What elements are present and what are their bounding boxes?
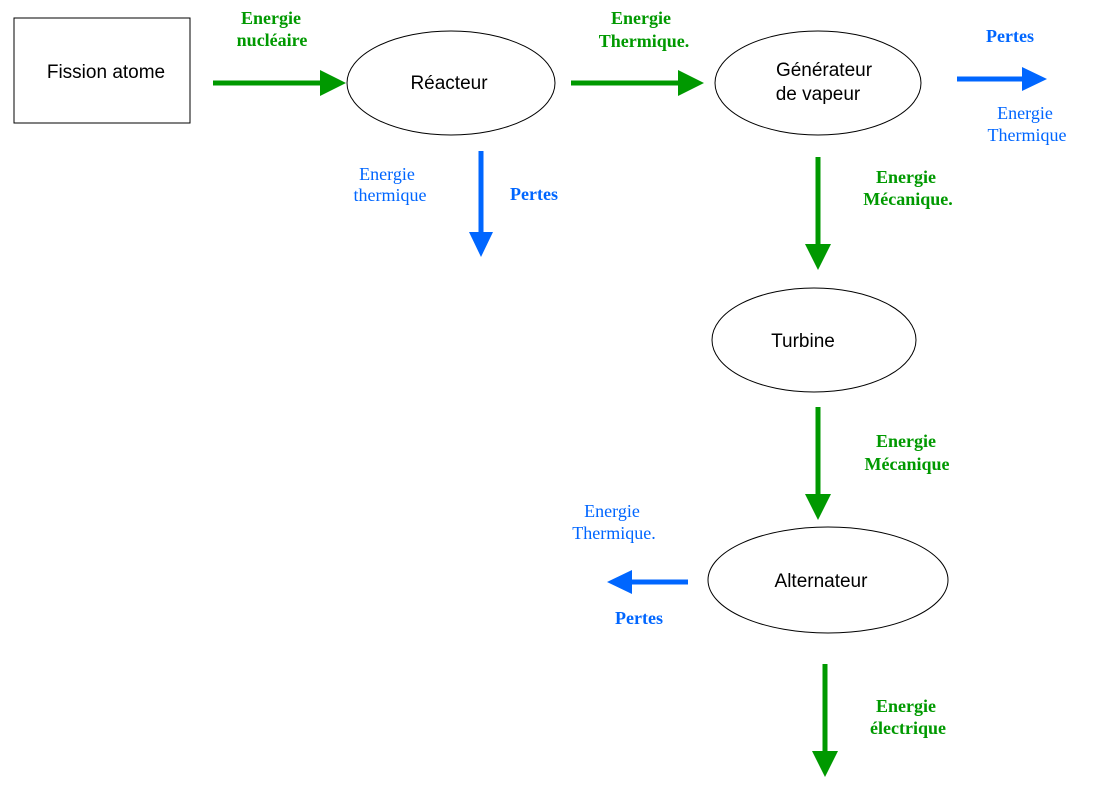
label-mecanique2-line1: Energie [876, 431, 936, 451]
loss-reacteur-line2: thermique [354, 185, 427, 205]
loss-alternateur-line1: Energie [584, 501, 640, 521]
generateur-label-line1: Générateur [776, 60, 873, 81]
arrow-turbine-to-alternateur [805, 407, 831, 520]
fission-label: Fission atome [47, 62, 165, 83]
arrow-generateur-to-turbine [805, 157, 831, 270]
arrow-fission-to-reacteur [213, 70, 346, 96]
arrow-loss-reacteur [469, 151, 493, 257]
turbine-node [711, 287, 917, 393]
alternateur-node [707, 526, 949, 634]
label-thermique-line2: Thermique. [599, 31, 690, 51]
arrow-loss-alternateur [607, 570, 688, 594]
arrow-reacteur-to-generateur [571, 70, 704, 96]
arrow-loss-generateur [957, 67, 1047, 91]
generateur-label-line2: de vapeur [776, 84, 861, 105]
reacteur-node [346, 30, 556, 136]
loss-alternateur-line2: Thermique. [572, 523, 655, 543]
arrow-alternateur-output [812, 664, 838, 777]
label-electrique-line2: électrique [870, 718, 946, 738]
turbine-label: Turbine [771, 331, 835, 352]
loss-alternateur-pertes: Pertes [615, 608, 663, 628]
loss-reacteur-pertes: Pertes [510, 184, 558, 204]
alternateur-label: Alternateur [775, 571, 869, 592]
generateur-node [714, 30, 922, 136]
reacteur-label: Réacteur [410, 73, 488, 94]
label-mecanique1-line2: Mécanique. [863, 189, 953, 209]
loss-reacteur-line1: Energie [359, 164, 415, 184]
label-mecanique2-line2: Mécanique [865, 454, 950, 474]
label-electrique-line1: Energie [876, 696, 936, 716]
fission-box [13, 17, 191, 124]
loss-generateur-pertes: Pertes [986, 26, 1034, 46]
label-thermique-line1: Energie [611, 8, 671, 28]
label-mecanique1-line1: Energie [876, 167, 936, 187]
loss-generateur-line2: Thermique [988, 125, 1067, 145]
label-nucleaire-line2: nucléaire [237, 30, 308, 50]
loss-generateur-line1: Energie [997, 103, 1053, 123]
label-nucleaire-line1: Energie [241, 8, 301, 28]
